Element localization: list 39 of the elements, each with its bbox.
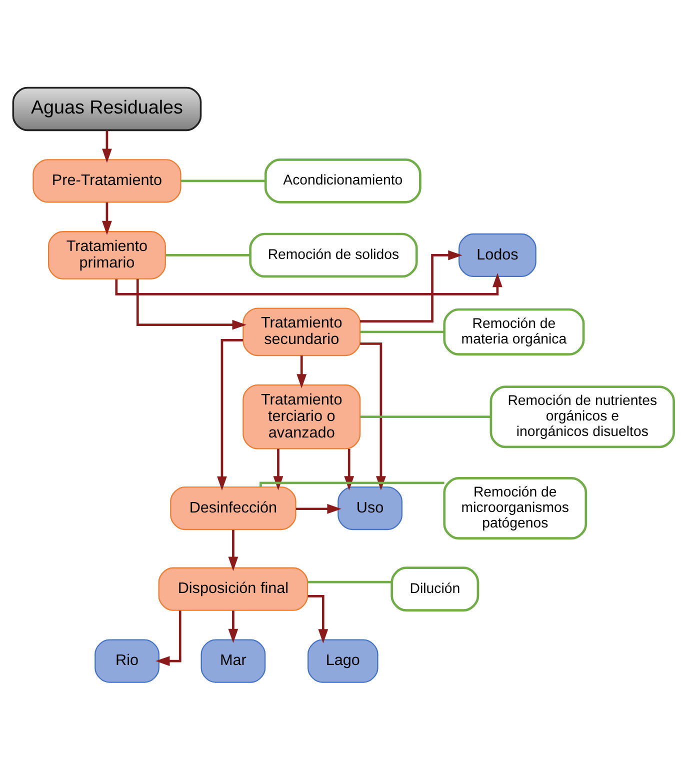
arrow — [228, 610, 238, 643]
node-box: Aguas Residuales — [12, 86, 202, 131]
arrow — [115, 272, 502, 295]
arrow — [273, 448, 284, 490]
arrow — [102, 130, 112, 162]
node-box: Remoción de nutrientes orgánicos e inorgánicos disueltos — [490, 385, 675, 448]
arrow — [102, 202, 112, 235]
arrow — [217, 338, 243, 490]
arrow — [136, 278, 246, 330]
arrow — [360, 342, 386, 490]
arrow — [228, 529, 238, 570]
arrow — [156, 610, 182, 666]
node-box: Pre-Tratamiento — [32, 158, 182, 202]
node-box: Mar — [200, 638, 266, 682]
connector — [260, 481, 444, 486]
node-box: Tratamiento secundario — [242, 307, 361, 356]
node-box: Lago — [308, 638, 378, 682]
node-box: Dilución — [390, 566, 480, 611]
arrow — [344, 448, 354, 490]
connector — [180, 179, 266, 182]
arrow — [360, 250, 462, 322]
node-box: Remoción de materia orgánica — [443, 308, 585, 355]
node-box: Rio — [94, 638, 160, 682]
connector — [360, 415, 491, 418]
node-box: Desinfección — [170, 486, 296, 530]
node-box: Lodos — [458, 232, 536, 277]
arrow — [296, 355, 307, 388]
connector — [308, 580, 392, 583]
node-box: Remoción de solidos — [249, 232, 418, 278]
node-box: Acondicionamiento — [264, 158, 422, 203]
node-box: Disposición final — [158, 566, 308, 610]
arrow — [296, 503, 342, 514]
node-box: Tratamiento terciario o avanzado — [242, 384, 361, 449]
node-box: Uso — [338, 486, 402, 530]
connector — [166, 254, 250, 256]
arrow — [308, 594, 328, 643]
connector — [360, 330, 444, 333]
node-box: Remoción de microorganismos patógenos — [443, 476, 588, 540]
node-box: Tratamiento primario — [48, 230, 166, 279]
